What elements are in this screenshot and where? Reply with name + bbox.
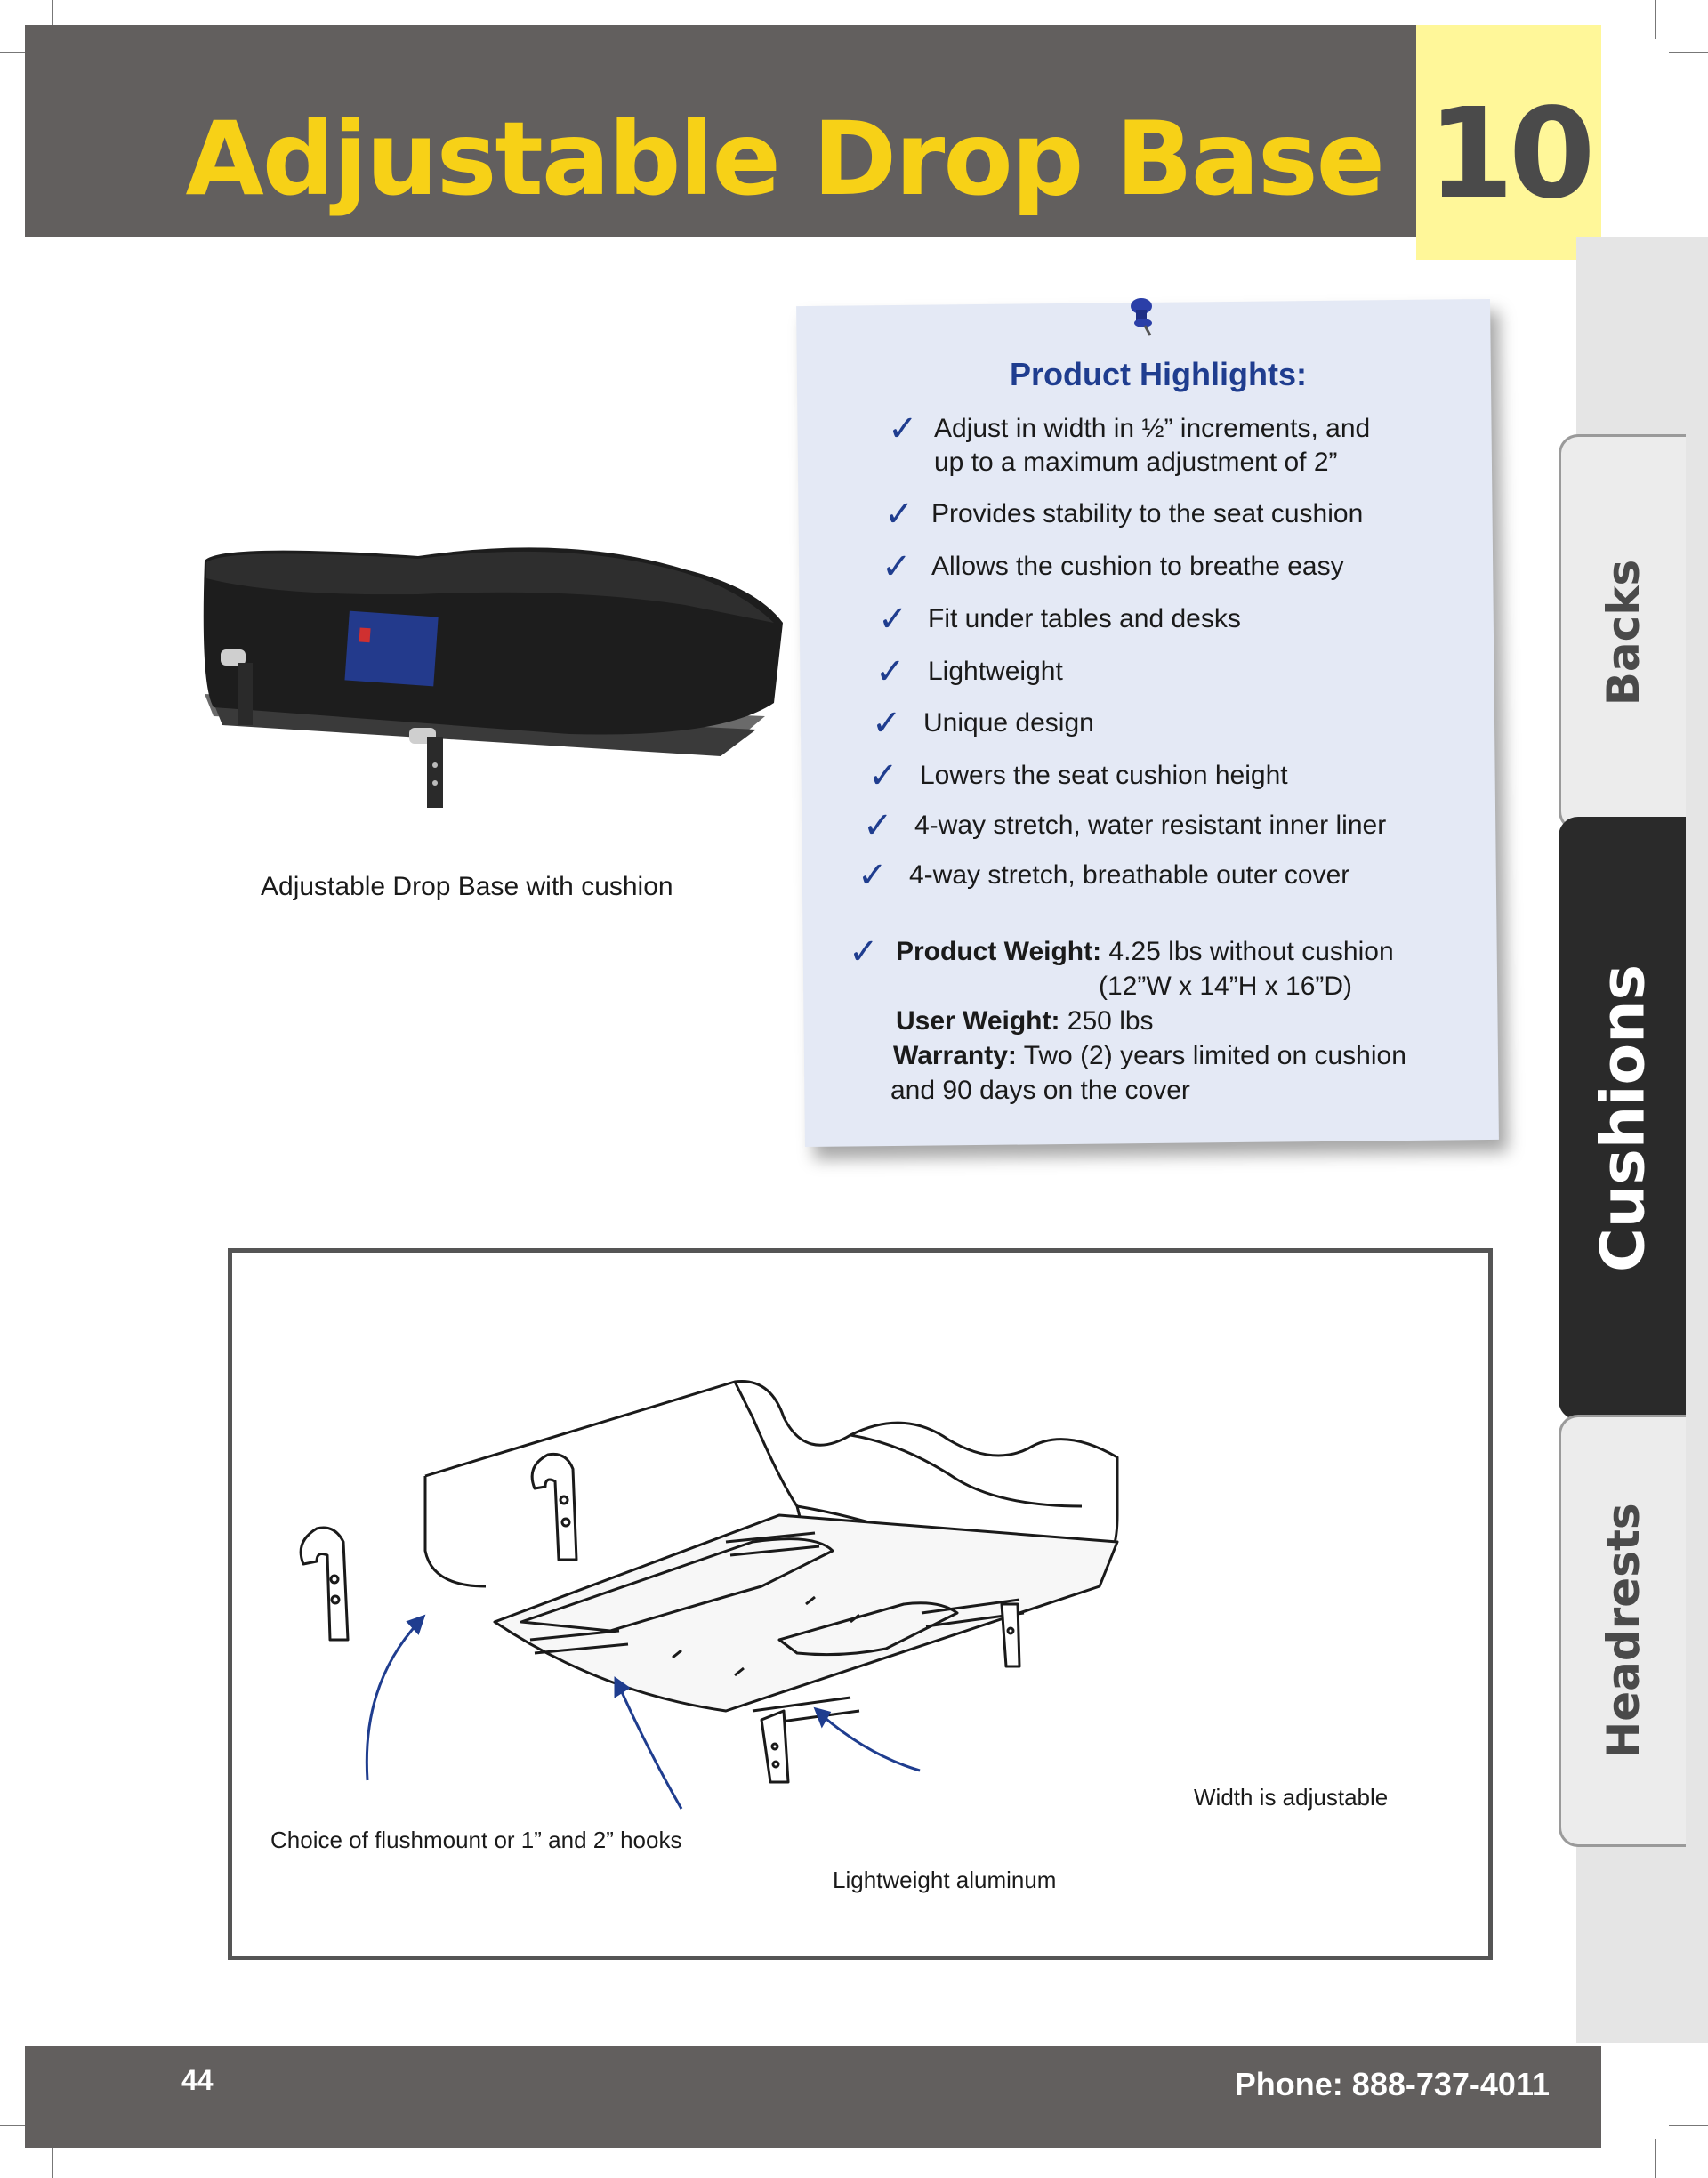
checkmark-icon: ✓ — [868, 755, 898, 796]
product-photo — [203, 547, 783, 808]
crop-mark — [1669, 52, 1708, 53]
highlight-item: Fit under tables and desks — [928, 604, 1241, 633]
spec-dimensions: (12”W x 14”H x 16”D) — [1099, 972, 1353, 1001]
checkmark-icon: ✓ — [858, 855, 888, 896]
checkmark-icon: ✓ — [863, 805, 893, 846]
highlight-item: Lowers the seat cushion height — [920, 761, 1288, 790]
highlight-item: Adjust in width in ½” increments, and — [934, 414, 1371, 443]
crop-mark — [0, 2125, 39, 2126]
checkmark-icon: ✓ — [878, 599, 908, 640]
photo-caption: Adjustable Drop Base with cushion — [261, 872, 673, 901]
tab-cushions[interactable]: Cushions — [1559, 817, 1686, 1420]
spec-label: User Weight: — [896, 1006, 1060, 1036]
highlight-item: Lightweight — [928, 657, 1063, 686]
checkmark-icon: ✓ — [882, 546, 912, 587]
tab-headrests-label: Headrests — [1598, 1503, 1649, 1759]
crop-mark — [0, 52, 39, 53]
spec-warranty: Warranty: Two (2) years limited on cushi… — [893, 1038, 1406, 1073]
tab-backs[interactable]: Backs — [1559, 434, 1686, 831]
spec-label: Product Weight: — [896, 937, 1102, 966]
crop-mark — [1669, 2125, 1708, 2126]
page-title: Adjustable Drop Base — [185, 100, 1385, 218]
crop-mark — [52, 0, 53, 39]
tab-backs-label: Backs — [1598, 559, 1649, 706]
crop-mark — [52, 2139, 53, 2178]
pushpin-icon — [1131, 298, 1152, 336]
spec-value: Two (2) years limited on cushion — [1016, 1041, 1406, 1070]
highlight-item: Provides stability to the seat cushion — [931, 499, 1364, 528]
highlight-item: Allows the cushion to breathe easy — [931, 552, 1344, 581]
spec-value: 250 lbs — [1059, 1006, 1154, 1036]
header-bar — [25, 25, 1601, 237]
highlights-title: Product Highlights: — [1010, 356, 1307, 392]
highlight-item: 4-way stretch, breathable outer cover — [909, 860, 1350, 890]
diagram-label-width: Width is adjustable — [1194, 1784, 1389, 1811]
spec-user-weight: User Weight: 250 lbs — [896, 1004, 1154, 1038]
diagram-label-hooks: Choice of flushmount or 1” and 2” hooks — [270, 1827, 682, 1853]
spec-product-weight: Product Weight: 4.25 lbs without cushion — [896, 934, 1394, 969]
footer-bar — [25, 2046, 1601, 2148]
checkmark-icon: ✓ — [888, 408, 918, 449]
chapter-box — [1416, 25, 1601, 260]
spec-value: 4.25 lbs without cushion — [1101, 937, 1394, 966]
phone-number: Phone: 888-737-4011 — [1234, 2066, 1550, 2102]
drop-base-diagram — [299, 1380, 1119, 1810]
diagram-label-aluminum: Lightweight aluminum — [833, 1867, 1057, 1893]
tab-headrests[interactable]: Headrests — [1559, 1415, 1686, 1847]
page-number: 44 — [181, 2064, 214, 2096]
spec-warranty-cont: and 90 days on the cover — [890, 1076, 1190, 1105]
tab-cushions-label: Cushions — [1588, 964, 1659, 1273]
highlight-item: 4-way stretch, water resistant inner lin… — [914, 811, 1387, 840]
highlight-item-cont: up to a maximum adjustment of 2” — [934, 448, 1338, 477]
chapter-number: 10 — [1427, 82, 1596, 227]
checkmark-icon: ✓ — [884, 494, 914, 535]
checkmark-icon: ✓ — [849, 932, 879, 972]
spec-label: Warranty: — [893, 1041, 1017, 1070]
highlight-item: Unique design — [923, 708, 1094, 738]
checkmark-icon: ✓ — [875, 651, 906, 692]
checkmark-icon: ✓ — [872, 703, 902, 744]
crop-mark — [1655, 0, 1656, 39]
crop-mark — [1655, 2139, 1656, 2178]
